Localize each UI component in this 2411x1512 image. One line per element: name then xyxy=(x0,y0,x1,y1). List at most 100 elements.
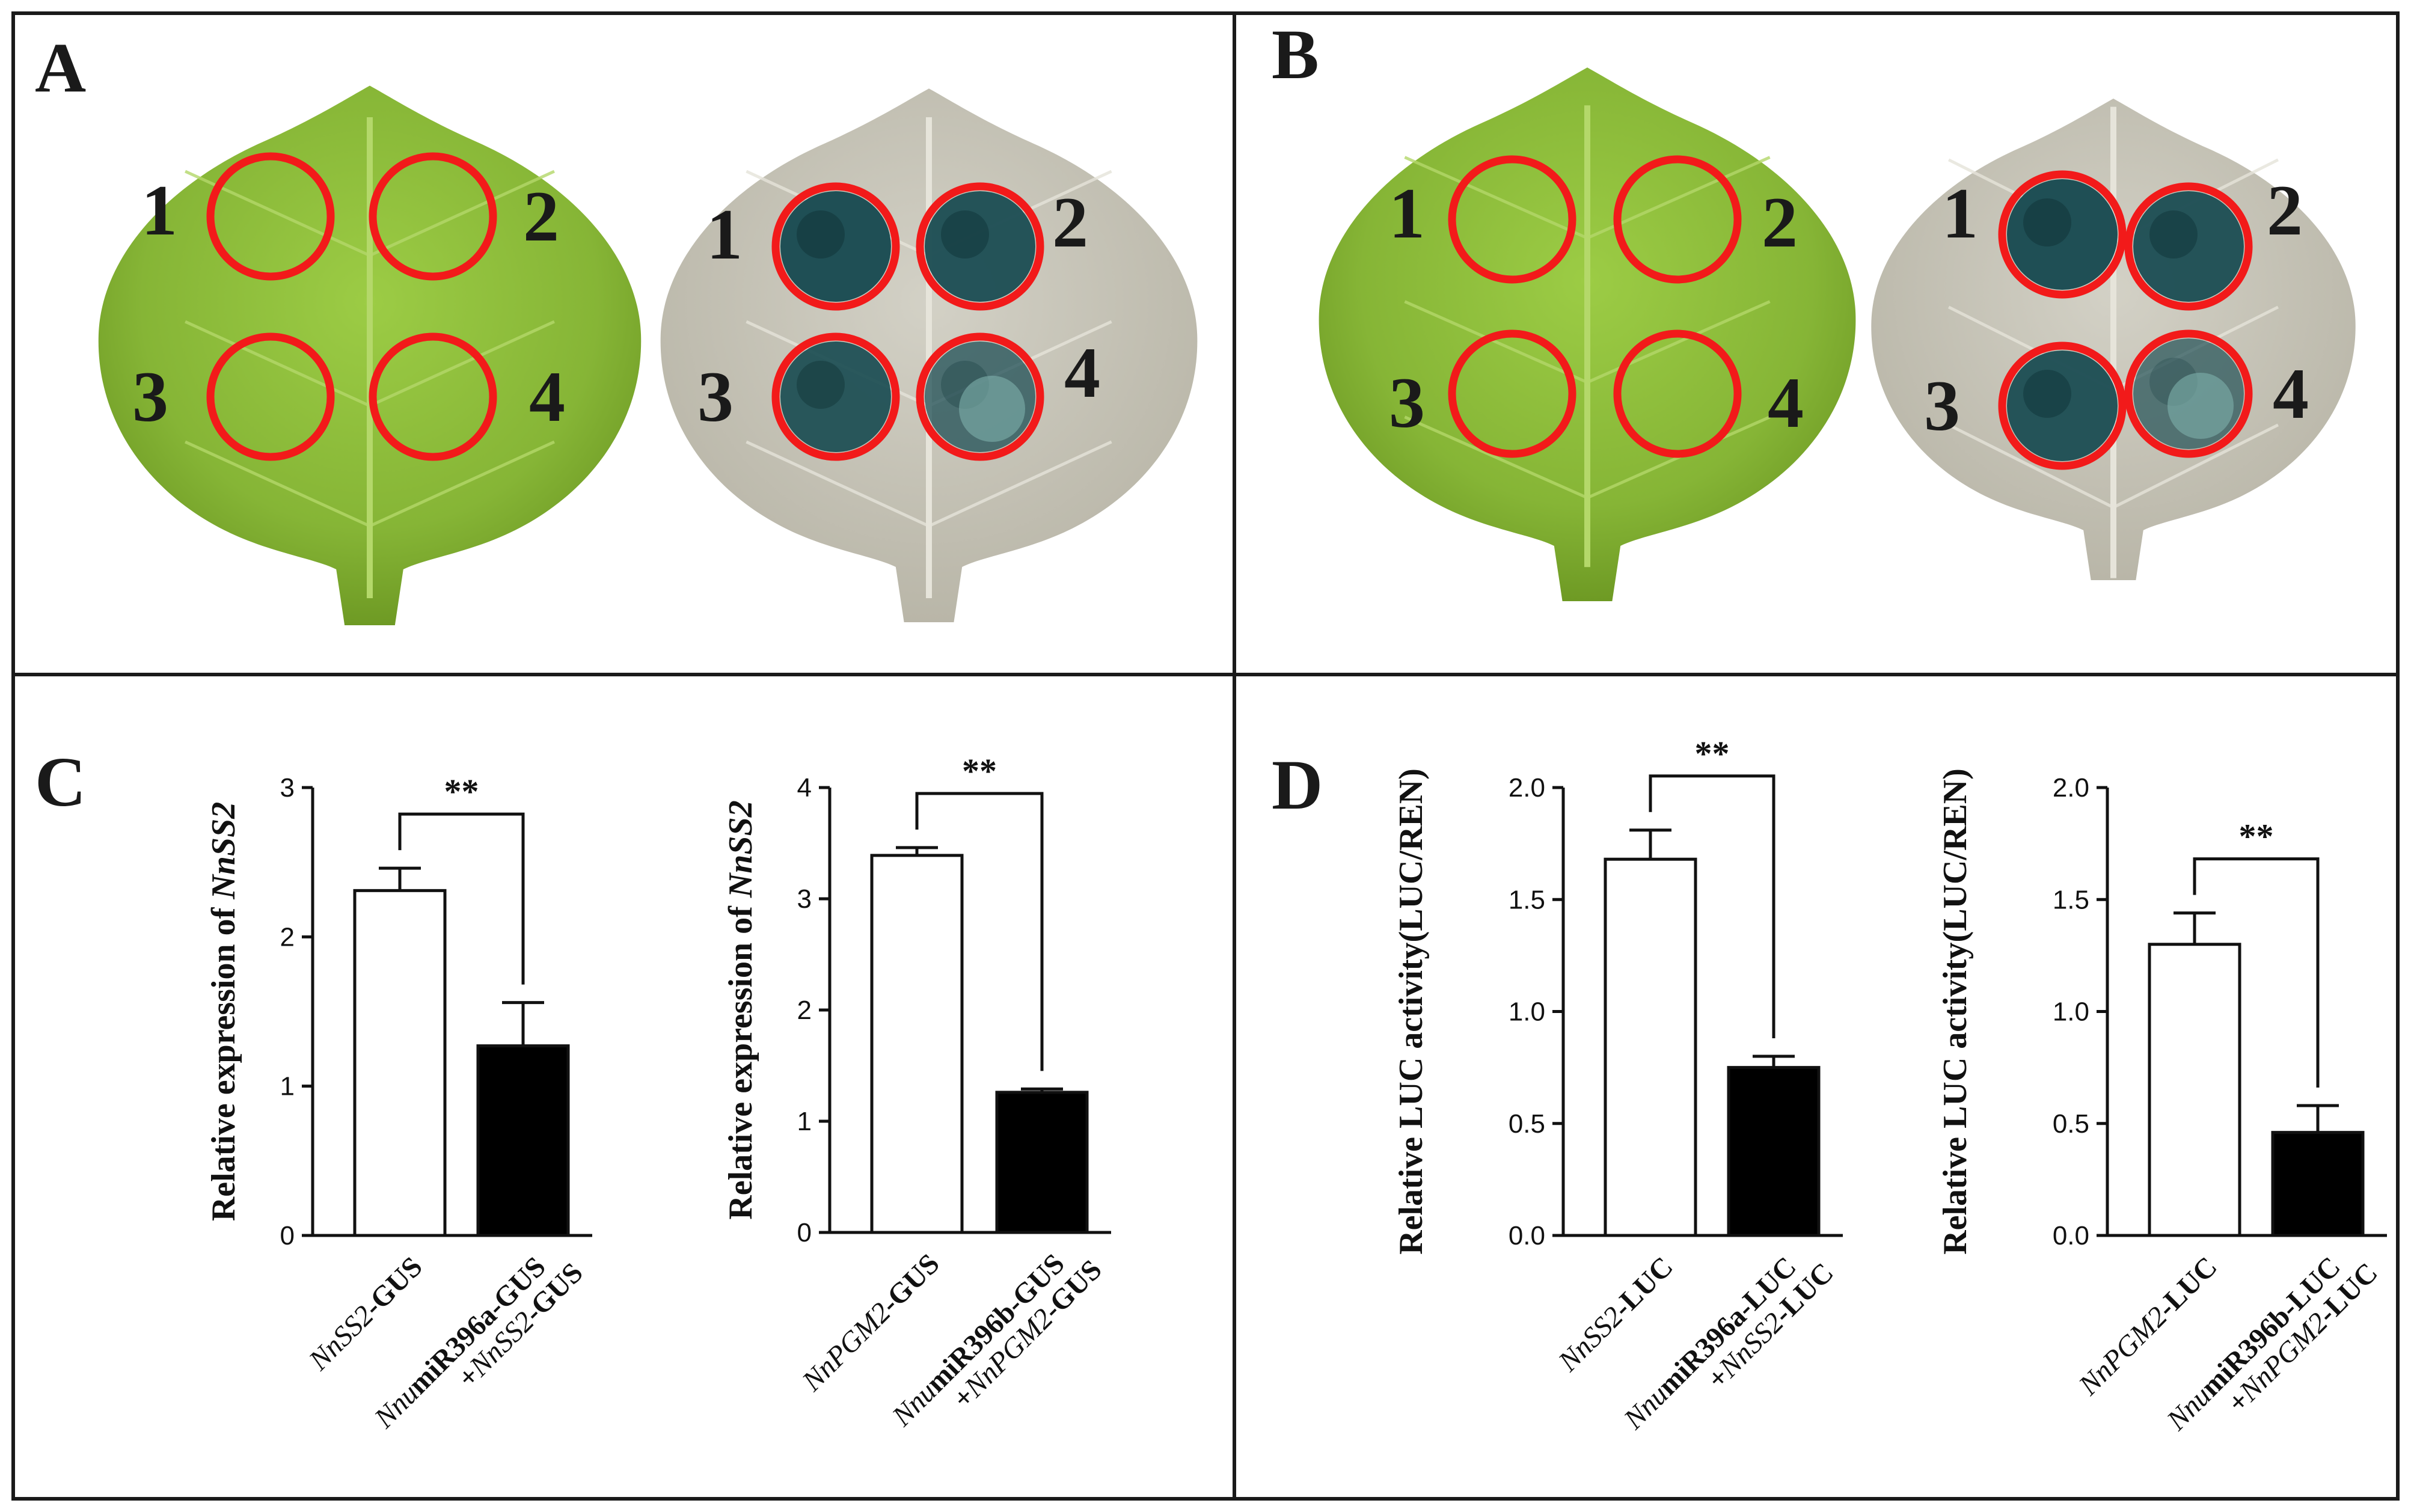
bar xyxy=(476,1044,570,1237)
y-tick-label: 2.0 xyxy=(1509,773,1545,803)
bar xyxy=(995,1091,1089,1234)
spot-number: 4 xyxy=(2273,354,2309,433)
spot-number: 1 xyxy=(1389,173,1425,253)
bar xyxy=(870,854,964,1234)
y-axis-label: Relative expression of NnSS2 xyxy=(205,802,242,1221)
infiltration-circle xyxy=(1998,341,2127,470)
y-tick-label: 0 xyxy=(280,1221,295,1250)
significance-bracket xyxy=(398,812,525,985)
panel-label-c: C xyxy=(35,742,86,821)
y-tick-label: 1.0 xyxy=(1509,997,1545,1027)
leaf-vein xyxy=(1586,300,1771,384)
y-tick-label: 0.5 xyxy=(1509,1109,1545,1139)
gus-stain-core xyxy=(941,210,989,259)
leaf-vein xyxy=(746,440,930,528)
leaf-vein xyxy=(1404,415,1588,500)
y-tick-label: 0.0 xyxy=(1509,1221,1545,1250)
infiltration-circle xyxy=(369,152,497,281)
significance-label: ** xyxy=(2239,817,2274,856)
infiltration-circle xyxy=(771,332,900,461)
x-category-label: NnSS2-LUC xyxy=(1552,1250,1679,1378)
infiltration-circle xyxy=(2124,182,2253,311)
leaf-vein xyxy=(1404,300,1588,384)
y-axis-label: Relative expression of NnSS2 xyxy=(722,800,759,1219)
chart-3: 0.0 0.5 1.0 1.5 2.0 Relative LUC activity(LUC… xyxy=(1392,734,1843,1436)
spot-number: 3 xyxy=(1389,363,1425,442)
y-tick-label: 2 xyxy=(280,922,295,952)
spot-number: 4 xyxy=(529,357,565,436)
y-tick-label: 0 xyxy=(797,1218,812,1247)
leaf-vein xyxy=(185,320,371,408)
y-axis-label: Relative LUC activity(LUC/REN) xyxy=(1937,768,1974,1255)
panel-label-b: B xyxy=(1272,15,1319,94)
spot-number: 2 xyxy=(1762,182,1798,262)
y-tick-label: 3 xyxy=(797,884,812,914)
panel-c-d-border xyxy=(11,673,2400,1501)
leaf-vein xyxy=(1947,423,2115,509)
spot-number: 2 xyxy=(523,176,559,256)
infiltration-circle xyxy=(1448,329,1576,458)
gus-stain-core xyxy=(2023,370,2071,418)
significance-label: ** xyxy=(1695,734,1730,773)
infiltration-circle xyxy=(1448,155,1576,284)
y-tick-label: 1.5 xyxy=(2053,885,2089,914)
y-tick-label: 1 xyxy=(280,1072,295,1101)
gus-stain-spot xyxy=(925,191,1035,302)
bar xyxy=(2271,1131,2365,1237)
gus-stain-light xyxy=(2167,373,2234,439)
gus-stain-light xyxy=(959,376,1025,442)
spot-number: 1 xyxy=(706,194,743,274)
leaf-vein xyxy=(2112,423,2279,509)
gus-stain-spot xyxy=(2007,350,2118,461)
spot-number: 2 xyxy=(2267,170,2303,250)
y-axis-label: Relative LUC activity(LUC/REN) xyxy=(1392,768,1430,1255)
bar xyxy=(2148,943,2241,1237)
significance-bracket xyxy=(915,792,1044,1071)
bar xyxy=(1727,1066,1821,1237)
infiltration-circle xyxy=(1613,329,1742,458)
significance-label: ** xyxy=(962,751,997,791)
spot-number: 3 xyxy=(697,357,734,436)
x-category-label: NnSS2-GUS xyxy=(302,1250,429,1377)
leaf-vein xyxy=(185,440,371,528)
infiltration-circle xyxy=(916,332,1044,461)
infiltration-circle xyxy=(916,182,1044,311)
spot-number: 1 xyxy=(141,170,177,250)
gus-stain-spot xyxy=(2133,191,2244,302)
leaf-vein xyxy=(1404,156,1588,240)
infiltration-circle xyxy=(206,332,335,461)
panel-label-a: A xyxy=(35,28,86,107)
y-tick-label: 3 xyxy=(280,773,295,803)
infiltration-circle xyxy=(369,332,497,461)
spot-number: 4 xyxy=(1064,332,1100,412)
infiltration-circle xyxy=(1613,155,1742,284)
spot-number: 2 xyxy=(1052,182,1088,262)
leaf-a-stained: 1 2 3 4 xyxy=(660,88,1198,622)
gus-stain-core xyxy=(797,361,845,409)
gus-stain-core xyxy=(2023,198,2071,246)
significance-bracket xyxy=(1649,774,1775,1038)
leaf-vein xyxy=(369,320,555,408)
y-tick-label: 2.0 xyxy=(2053,773,2089,803)
infiltration-circle xyxy=(206,152,335,281)
spot-number: 3 xyxy=(1924,366,1960,445)
bar xyxy=(1604,857,1697,1237)
leaf-vein xyxy=(369,440,555,528)
significance-label: ** xyxy=(444,772,479,811)
spot-number: 4 xyxy=(1768,363,1804,442)
leaf-vein xyxy=(369,170,555,257)
y-tick-label: 0.5 xyxy=(2053,1109,2089,1139)
y-tick-label: 1.5 xyxy=(1509,885,1545,914)
leaf-b-control: 1 2 3 4 xyxy=(1319,67,1856,601)
gus-stain-core xyxy=(2149,210,2198,259)
y-tick-label: 1.0 xyxy=(2053,997,2089,1027)
y-tick-label: 1 xyxy=(797,1107,812,1136)
